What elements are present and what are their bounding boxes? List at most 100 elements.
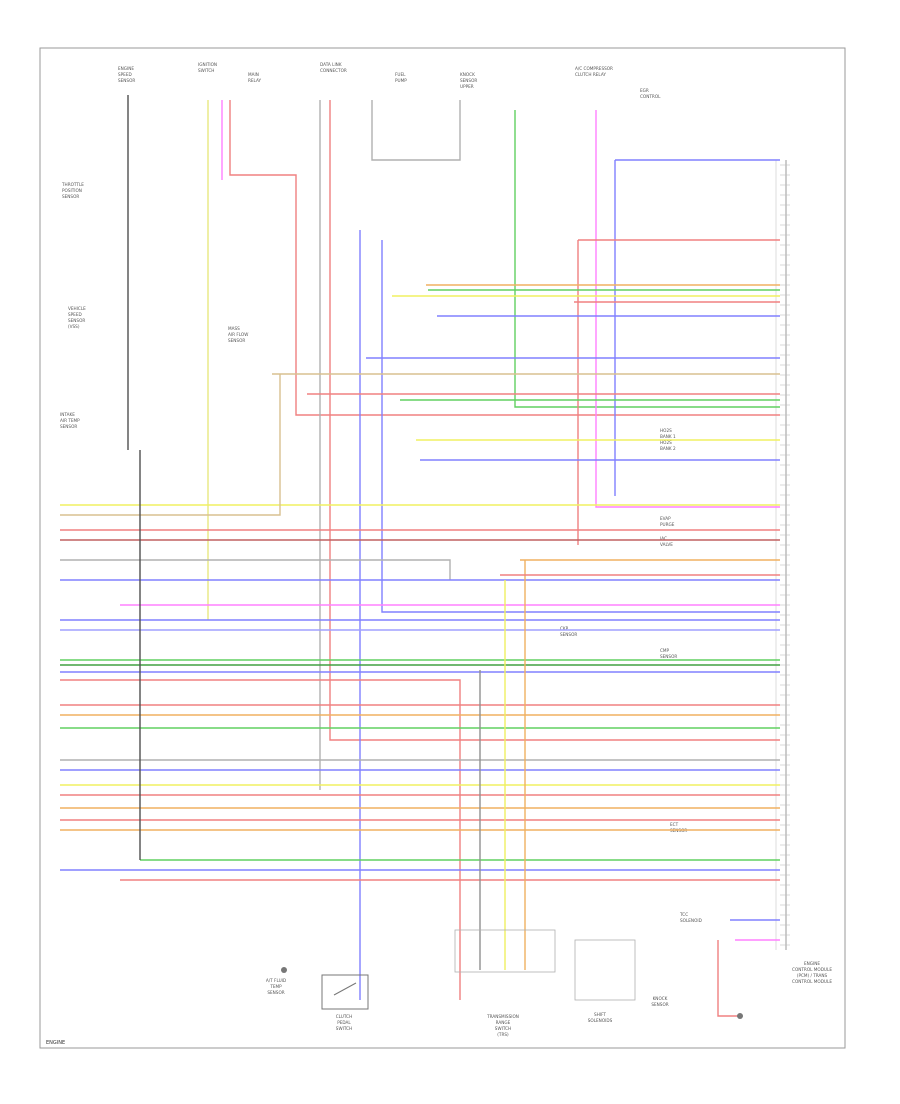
svg-text:(TRS): (TRS): [497, 1032, 509, 1037]
svg-text:TEMP: TEMP: [269, 984, 282, 989]
svg-text:KNOCK: KNOCK: [460, 72, 475, 77]
wire-pink-ac: [595, 110, 780, 508]
shift-solenoid-box: [574, 939, 636, 1001]
svg-text:PUMP: PUMP: [395, 78, 407, 83]
svg-text:CLUTCH RELAY: CLUTCH RELAY: [575, 72, 606, 77]
wire-red-br: [717, 940, 740, 1017]
svg-text:VEHICLE: VEHICLE: [68, 306, 86, 311]
svg-text:FUEL: FUEL: [395, 72, 406, 77]
svg-text:CLUTCH: CLUTCH: [336, 1014, 353, 1019]
svg-text:INTAKE: INTAKE: [60, 412, 75, 417]
svg-text:RANGE: RANGE: [496, 1020, 511, 1025]
wire-blue-fp: [381, 240, 780, 613]
wire-tan-l2: [60, 374, 281, 516]
atf-sensor-ground: [281, 967, 287, 973]
svg-text:PURGE: PURGE: [660, 522, 675, 527]
wires: [60, 95, 780, 1017]
pcm-caption: ENGINE CONTROL MODULE (PCM) / TRANS CONT…: [792, 961, 832, 984]
svg-text:KNOCK: KNOCK: [653, 996, 668, 1001]
svg-text:CMP: CMP: [660, 648, 670, 653]
svg-text:HO2S: HO2S: [660, 440, 672, 445]
svg-text:VALVE: VALVE: [660, 542, 673, 547]
svg-text:SENSOR: SENSOR: [560, 632, 577, 637]
svg-text:HO2S: HO2S: [660, 428, 672, 433]
pcm-caption-line-2: CONTROL MODULE: [792, 967, 832, 972]
svg-text:TCC: TCC: [679, 912, 688, 917]
pcm-caption-line-3: (PCM) / TRANS: [797, 973, 828, 978]
svg-text:SENSOR: SENSOR: [118, 78, 135, 83]
pcm-caption-line-1: ENGINE: [804, 961, 820, 966]
svg-text:AIR FLOW: AIR FLOW: [228, 332, 248, 337]
svg-text:MASS: MASS: [228, 326, 240, 331]
wire-green-ks: [514, 110, 780, 408]
svg-text:SWITCH: SWITCH: [198, 68, 214, 73]
svg-text:SWITCH: SWITCH: [495, 1026, 511, 1031]
svg-text:SENSOR: SENSOR: [267, 990, 284, 995]
svg-text:SENSOR: SENSOR: [660, 654, 677, 659]
figure-id: ENGINE: [46, 1040, 65, 1046]
svg-text:SPEED: SPEED: [118, 72, 132, 77]
clutch-switch-box: [321, 974, 369, 1010]
svg-text:CONNECTOR: CONNECTOR: [320, 68, 347, 73]
pcm-caption-line-4: CONTROL MODULE: [792, 979, 832, 984]
svg-text:IAC: IAC: [660, 536, 667, 541]
svg-text:THROTTLE: THROTTLE: [61, 182, 84, 187]
wire-gray-l5: [60, 559, 451, 580]
svg-text:SOLENOID: SOLENOID: [680, 918, 702, 923]
svg-text:UPPER: UPPER: [460, 84, 474, 89]
svg-text:TRANSMISSION: TRANSMISSION: [486, 1014, 519, 1019]
svg-text:RELAY: RELAY: [248, 78, 262, 83]
svg-text:EGR: EGR: [640, 88, 649, 93]
svg-text:SENSOR: SENSOR: [62, 194, 79, 199]
svg-text:CKP: CKP: [560, 626, 569, 631]
svg-text:SENSOR: SENSOR: [228, 338, 245, 343]
trs-connector-box: [454, 929, 556, 973]
svg-text:PEDAL: PEDAL: [337, 1020, 351, 1025]
svg-text:EVAP: EVAP: [660, 516, 671, 521]
svg-text:SENSOR: SENSOR: [60, 424, 77, 429]
svg-text:IGNITION: IGNITION: [198, 62, 217, 67]
svg-text:CONTROL: CONTROL: [640, 94, 661, 99]
svg-text:SENSOR: SENSOR: [68, 318, 85, 323]
svg-text:ENGINE: ENGINE: [118, 66, 134, 71]
pcm-pins: [780, 164, 790, 946]
component-symbols: [281, 929, 743, 1019]
diagram-border: [39, 47, 846, 1049]
svg-text:BANK 2: BANK 2: [660, 446, 676, 451]
svg-text:BANK 1: BANK 1: [660, 434, 676, 439]
ks-ground: [737, 1013, 743, 1019]
svg-text:POSITION: POSITION: [62, 188, 82, 193]
svg-text:A/T FLUID: A/T FLUID: [266, 978, 286, 983]
svg-text:A/C COMPRESSOR: A/C COMPRESSOR: [575, 66, 613, 71]
svg-text:DATA LINK: DATA LINK: [320, 62, 342, 67]
svg-text:SENSOR: SENSOR: [651, 1002, 668, 1007]
wire-red-dlc: [329, 100, 780, 741]
svg-text:SPEED: SPEED: [68, 312, 82, 317]
svg-text:SHIFT: SHIFT: [594, 1012, 606, 1017]
svg-text:(VSS): (VSS): [68, 324, 80, 329]
